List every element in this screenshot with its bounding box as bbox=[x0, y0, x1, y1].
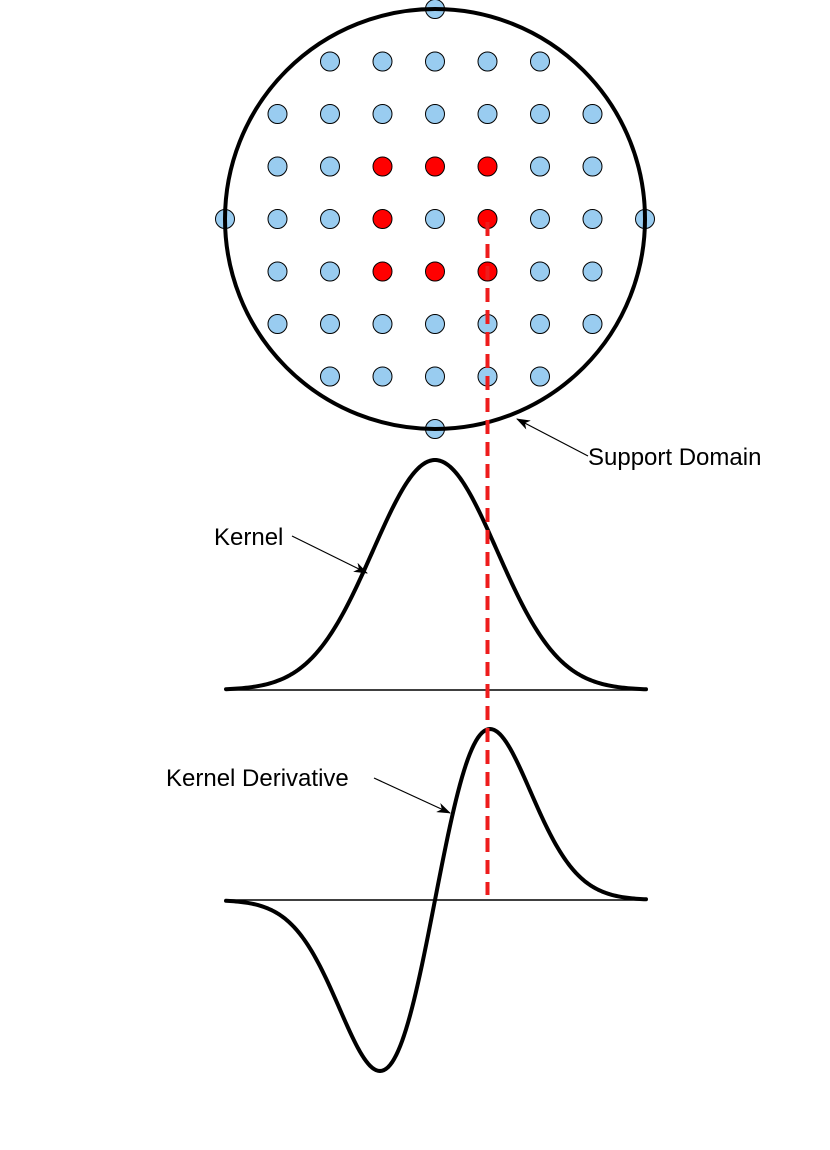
particle bbox=[530, 366, 550, 387]
neighbor-particle bbox=[477, 156, 498, 177]
particle bbox=[425, 314, 445, 334]
particle bbox=[582, 209, 603, 229]
neighbor-particle bbox=[425, 261, 445, 282]
particle bbox=[320, 209, 340, 229]
particle bbox=[530, 156, 550, 177]
kernel-derivative-label: Kernel Derivative bbox=[166, 765, 349, 792]
particle bbox=[477, 51, 498, 72]
particle bbox=[425, 51, 445, 72]
particle bbox=[267, 314, 288, 334]
particle bbox=[372, 51, 393, 72]
particle bbox=[477, 104, 498, 124]
particle bbox=[320, 366, 340, 387]
neighbor-particle bbox=[372, 156, 393, 177]
neighbor-particle bbox=[372, 261, 393, 282]
particle-grid bbox=[215, 0, 655, 439]
arrow-pointer-icon bbox=[291, 535, 368, 574]
particle bbox=[372, 314, 393, 334]
particle bbox=[372, 104, 393, 124]
particle bbox=[320, 314, 340, 334]
kernel-curve bbox=[224, 458, 648, 692]
particle bbox=[425, 104, 445, 124]
particle bbox=[320, 156, 340, 177]
particle bbox=[582, 104, 603, 124]
kernel-derivative-curve bbox=[224, 727, 648, 1073]
neighbor-particle bbox=[425, 156, 445, 177]
particle bbox=[530, 51, 550, 72]
neighbor-particle bbox=[372, 209, 393, 229]
particle bbox=[530, 314, 550, 334]
particle bbox=[530, 104, 550, 124]
arrow-pointer-icon bbox=[516, 418, 589, 457]
support-domain-circle bbox=[223, 7, 647, 431]
particle bbox=[425, 209, 445, 229]
particle bbox=[530, 261, 550, 282]
particle bbox=[267, 156, 288, 177]
particle bbox=[530, 209, 550, 229]
particle bbox=[582, 314, 603, 334]
particle bbox=[320, 261, 340, 282]
particle bbox=[320, 51, 340, 72]
particle bbox=[582, 261, 603, 282]
arrow-pointer-icon bbox=[373, 777, 451, 814]
kernel-label: Kernel bbox=[214, 524, 283, 551]
particle bbox=[582, 156, 603, 177]
particle bbox=[372, 366, 393, 387]
particle bbox=[425, 366, 445, 387]
support-domain-label: Support Domain bbox=[588, 444, 761, 471]
particle bbox=[267, 261, 288, 282]
particle bbox=[267, 104, 288, 124]
particle bbox=[267, 209, 288, 229]
particle bbox=[320, 104, 340, 124]
